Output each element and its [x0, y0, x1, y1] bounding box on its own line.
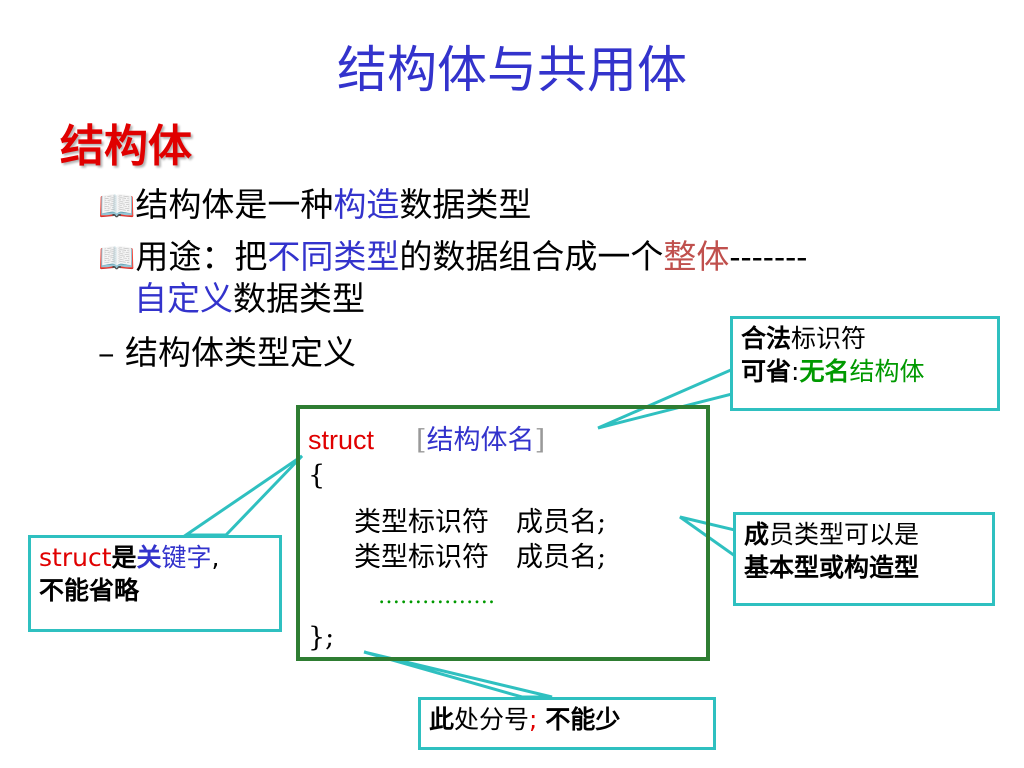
bullet-2: 📖用途：把不同类型的数据组合成一个整体-------: [98, 230, 807, 278]
code-dots: …………….: [378, 584, 495, 609]
bullet-1-pre: 结构体是一种: [135, 185, 334, 224]
bullet-2-pre: 用途：把: [135, 237, 268, 276]
book-icon: 📖: [98, 241, 136, 276]
code-box: [296, 405, 710, 661]
keyword-is: 是: [111, 543, 137, 572]
bracket-close: ]: [534, 425, 546, 456]
identifier-struct: 结构体: [849, 356, 925, 386]
member-basic-or-constructed: 基本型或构造型: [744, 552, 920, 582]
bullet-2-line2-post: 数据类型: [233, 279, 365, 318]
bullet-2-mid: 的数据组合成一个: [399, 237, 664, 276]
bullet-1-highlight: 构造: [333, 185, 400, 224]
semicolon-callout: 此处分号; 不能少: [418, 697, 716, 750]
semicolon-this: 此: [429, 705, 455, 734]
member-cheng: 成: [744, 520, 770, 549]
member-callout: 成员类型可以是 基本型或构造型: [733, 512, 995, 606]
code-open-brace: {: [308, 460, 326, 491]
identifier-optional: 可省: [741, 356, 792, 386]
identifier-colon: :: [791, 356, 800, 386]
code-struct-line: struct [结构体名]: [308, 418, 545, 457]
bullet-2-line-2: 自定义数据类型: [134, 272, 365, 320]
semicolon-symbol: ;: [529, 705, 538, 734]
book-icon: 📖: [98, 189, 136, 224]
bullet-2-dashes: -------: [729, 237, 808, 276]
code-member-1: 类型标识符 成员名;: [354, 507, 607, 538]
struct-name: 结构体名: [426, 425, 535, 456]
code-member-2: 类型标识符 成员名;: [354, 542, 607, 573]
identifier-legal: 合法: [741, 324, 792, 353]
keyword-word: 键字: [161, 543, 212, 572]
keyword-callout-pointer: [181, 454, 304, 537]
keyword-guan: 关: [136, 543, 162, 572]
semicolon-required: 不能少: [545, 705, 621, 734]
bracket-open: [: [416, 425, 427, 456]
keyword-comma: ,: [211, 543, 220, 572]
identifier-anonymous: 无名: [799, 356, 850, 386]
semicolon-place: 处分号: [454, 705, 530, 734]
bullet-2-highlight-2: 整体: [663, 237, 730, 276]
bullet-2-highlight-1: 不同类型: [267, 237, 400, 276]
bullet-3: – 结构体类型定义: [98, 333, 356, 372]
section-heading: 结构体: [60, 121, 192, 172]
code-close: };: [308, 622, 335, 653]
identifier-label: 标识符: [791, 324, 867, 353]
struct-keyword: struct: [308, 425, 375, 455]
bullet-1-post: 数据类型: [399, 185, 532, 224]
keyword-callout: struct是关键字, 不能省略: [28, 535, 282, 632]
identifier-callout: 合法标识符 可省:无名结构体: [730, 316, 1000, 411]
bullet-2-line2-highlight: 自定义: [134, 279, 233, 318]
slide-title: 结构体与共用体: [337, 41, 687, 99]
member-type-can: 员类型可以是: [769, 520, 920, 549]
keyword-cannot-omit: 不能省略: [39, 575, 140, 605]
bullet-1: 📖结构体是一种构造数据类型: [98, 178, 531, 226]
keyword-struct: struct: [39, 543, 112, 572]
